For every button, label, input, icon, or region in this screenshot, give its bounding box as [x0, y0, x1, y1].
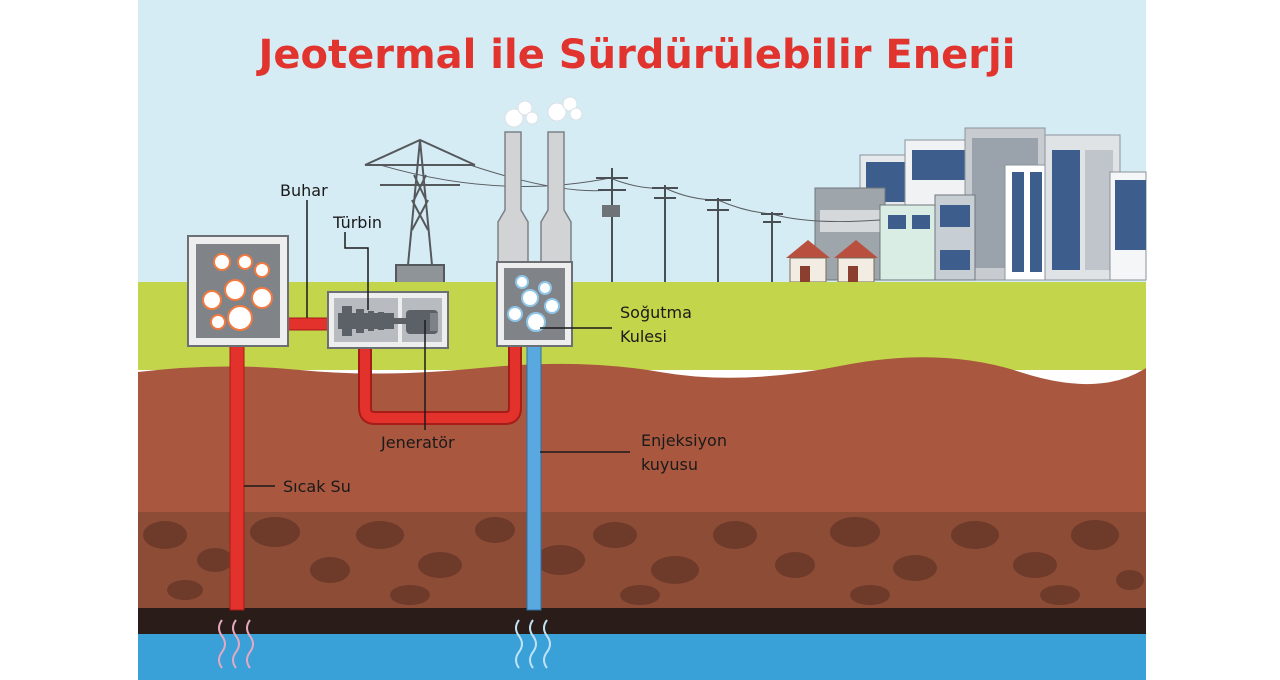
turbine-generator-box [327, 291, 449, 349]
steam-cloud-icon [202, 253, 273, 331]
pylon-icon [364, 138, 476, 288]
city-skyline [814, 127, 1147, 281]
topsoil-layer [138, 357, 1146, 520]
injection-well-pipe [526, 344, 542, 611]
production-well-box [187, 235, 289, 347]
turbine-icon [338, 306, 406, 336]
heat-waves [218, 619, 551, 669]
steam-cloud-icon [504, 96, 583, 128]
diagram-title: Jeotermal ile Sürdürülebilir Enerji [256, 32, 1016, 78]
label-injection-well-1: Enjeksiyon [641, 431, 727, 450]
rocks [143, 517, 1144, 605]
generator-icon [406, 310, 438, 334]
utility-pole-icon [761, 212, 783, 285]
groundwater-layer [138, 634, 1146, 680]
house-icon [834, 240, 878, 283]
hot-water-pipe [229, 344, 245, 611]
label-cooling-tower-1: Soğutma [620, 303, 692, 322]
steam-cloud-icon [507, 275, 560, 332]
label-hot-water: Sıcak Su [283, 477, 351, 496]
label-steam: Buhar [280, 181, 328, 200]
utility-pole-icon [652, 185, 678, 285]
label-cooling-tower-2: Kulesi [620, 327, 667, 346]
cooling-tower-box [496, 261, 573, 347]
steam-pipe [287, 317, 333, 331]
callout-lines [244, 200, 630, 487]
label-injection-well-2: kuyusu [641, 455, 698, 474]
cooling-tower-stacks [497, 96, 583, 263]
label-generator: Jeneratör [380, 433, 455, 452]
bedrock-layer [138, 608, 1146, 636]
label-turbine: Türbin [332, 213, 382, 232]
utility-pole-icon [596, 168, 628, 285]
utility-pole-icon [705, 198, 731, 285]
